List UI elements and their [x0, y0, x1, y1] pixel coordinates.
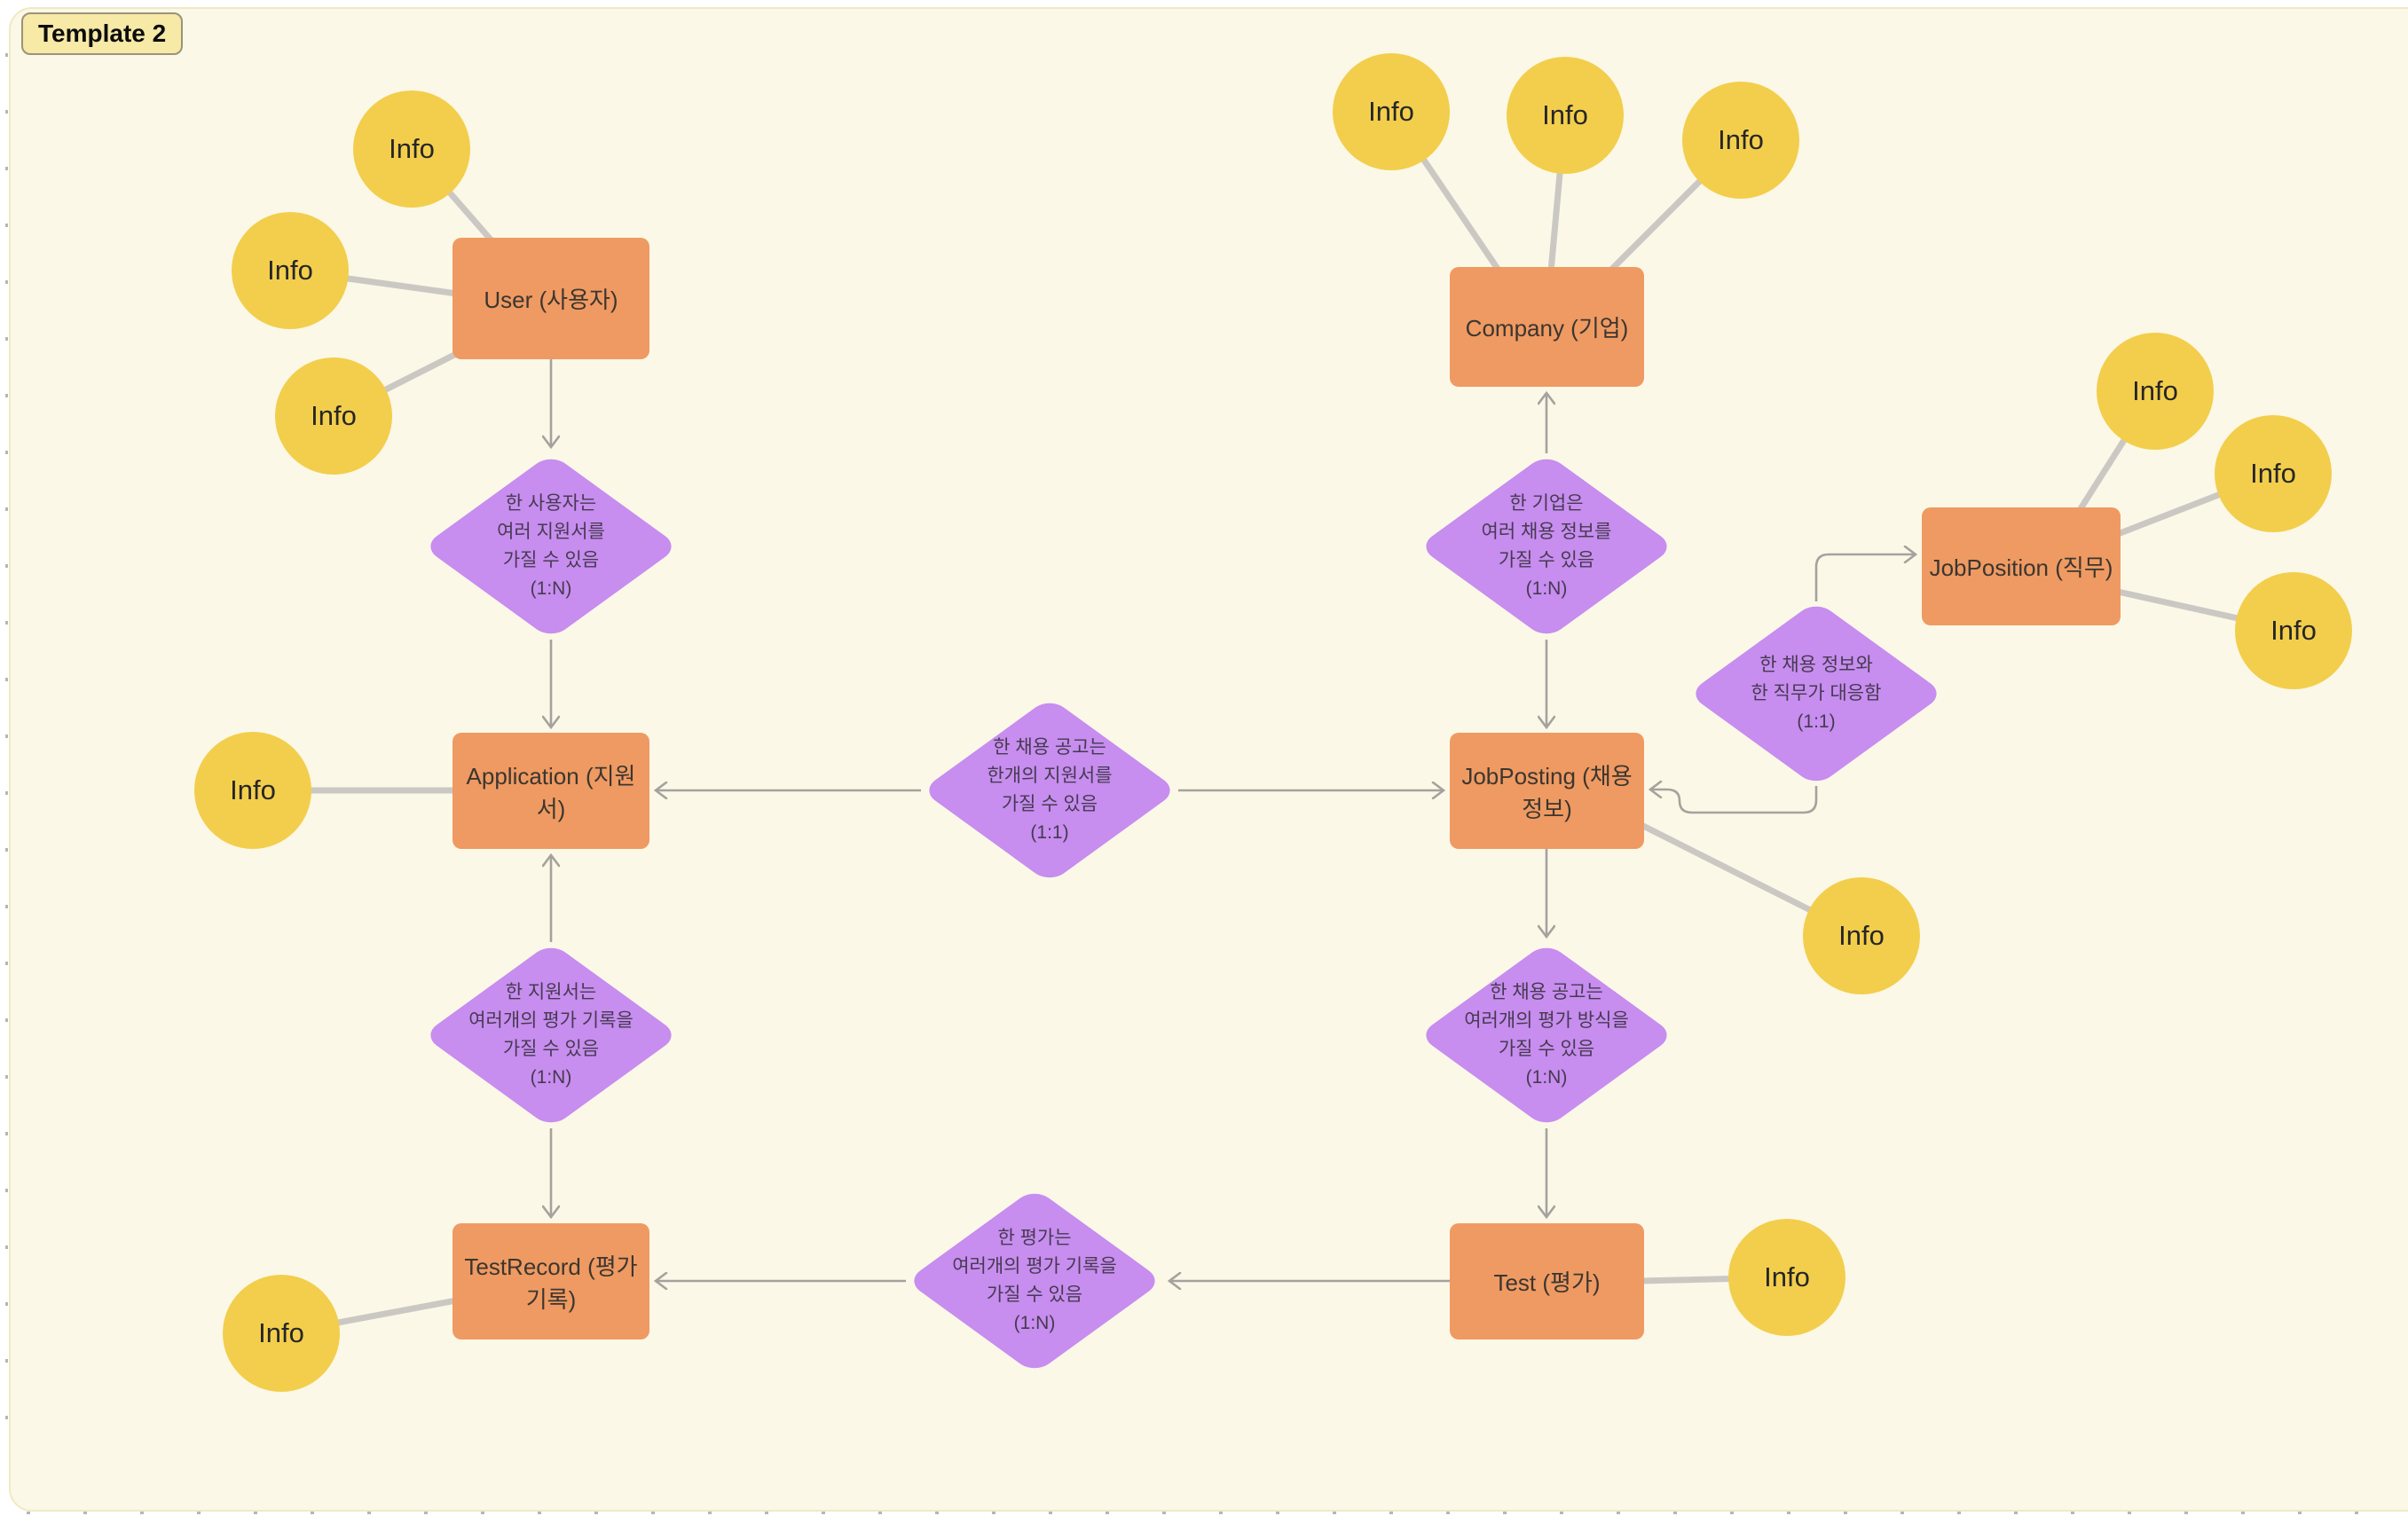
entity-user-label: User (사용자): [484, 287, 618, 313]
template-frame-badge[interactable]: Template 2: [21, 12, 184, 55]
relationship-test-testrecords[interactable]: 한 평가는 여러개의 평가 기록을 가질 수 있음 (1:N): [906, 1187, 1163, 1375]
entity-user[interactable]: User (사용자): [452, 238, 649, 359]
attribute-info-jobposting[interactable]: Info: [1803, 877, 1920, 994]
attribute-info-company-3[interactable]: Info: [1682, 82, 1799, 199]
relationship-label: 한 사용자는 여러 지원서를 가질 수 있음 (1:N): [497, 493, 605, 599]
relationship-jobposting-application[interactable]: 한 채용 공고는 한개의 지원서를 가질 수 있음 (1:1): [921, 696, 1178, 884]
attribute-label: Info: [389, 133, 435, 164]
attribute-label: Info: [2270, 615, 2317, 646]
entity-jobposition-label: JobPosition (직무): [1929, 554, 2113, 581]
relationship-label: 한 기업은 여러 채용 정보를 가질 수 있음 (1:N): [1481, 493, 1612, 599]
entity-testrecord[interactable]: TestRecord (평가 기록): [452, 1223, 649, 1339]
attribute-label: Info: [1838, 920, 1885, 951]
attribute-info-user-2[interactable]: Info: [232, 212, 349, 329]
entity-jobposting-label: JobPosting (채용 정보): [1461, 762, 1633, 822]
relationship-company-jobpostings[interactable]: 한 기업은 여러 채용 정보를 가질 수 있음 (1:N): [1418, 452, 1675, 640]
relationship-label: 한 채용 공고는 한개의 지원서를 가질 수 있음 (1:1): [987, 737, 1113, 843]
attribute-info-company-1[interactable]: Info: [1333, 53, 1450, 170]
entity-application[interactable]: Application (지원서): [452, 733, 649, 849]
canvas-edge-ticks-bottom: [27, 1512, 2387, 1514]
attribute-info-jobposition-1[interactable]: Info: [2097, 333, 2214, 450]
entity-company-label: Company (기업): [1465, 315, 1629, 342]
attribute-label: Info: [230, 774, 276, 805]
relationship-label: 한 채용 정보와 한 직무가 대응함 (1:1): [1751, 655, 1882, 732]
relationship-label: 한 지원서는 여러개의 평가 기록을 가질 수 있음 (1:N): [468, 982, 633, 1088]
attribute-label: Info: [2132, 375, 2178, 406]
entity-testrecord-label: TestRecord (평가 기록): [464, 1253, 638, 1313]
attribute-label: Info: [1718, 124, 1764, 155]
diagram-canvas: [9, 7, 2408, 1512]
relationship-user-applications[interactable]: 한 사용자는 여러 지원서를 가질 수 있음 (1:N): [422, 452, 680, 640]
attribute-info-application[interactable]: Info: [194, 732, 311, 849]
attribute-info-testrecord[interactable]: Info: [223, 1275, 340, 1392]
entity-test-label: Test (평가): [1493, 1269, 1601, 1296]
attribute-info-jobposition-3[interactable]: Info: [2235, 572, 2352, 689]
attribute-info-user-3[interactable]: Info: [275, 357, 392, 475]
attribute-label: Info: [1764, 1261, 1810, 1292]
attribute-label: Info: [1542, 99, 1588, 130]
relationship-jobposting-jobposition[interactable]: 한 채용 정보와 한 직무가 대응함 (1:1): [1688, 600, 1945, 788]
relationship-application-testrecords[interactable]: 한 지원서는 여러개의 평가 기록을 가질 수 있음 (1:N): [422, 941, 680, 1129]
entity-jobposition[interactable]: JobPosition (직무): [1922, 507, 2121, 625]
entity-test[interactable]: Test (평가): [1450, 1223, 1644, 1339]
relationship-jobposting-tests[interactable]: 한 채용 공고는 여러개의 평가 방식을 가질 수 있음 (1:N): [1418, 941, 1675, 1129]
relationship-label: 한 평가는 여러개의 평가 기록을 가질 수 있음 (1:N): [952, 1228, 1117, 1333]
entity-jobposting[interactable]: JobPosting (채용 정보): [1450, 733, 1644, 849]
attribute-label: Info: [2250, 458, 2296, 489]
attribute-label: Info: [258, 1317, 304, 1348]
attribute-info-company-2[interactable]: Info: [1507, 57, 1624, 174]
attribute-label: Info: [311, 400, 357, 431]
entity-application-label: Application (지원서): [466, 762, 636, 822]
entity-company[interactable]: Company (기업): [1450, 267, 1644, 387]
attribute-info-jobposition-2[interactable]: Info: [2215, 415, 2332, 532]
canvas-edge-ticks-left: [5, 53, 8, 1464]
relationship-label: 한 채용 공고는 여러개의 평가 방식을 가질 수 있음 (1:N): [1464, 982, 1629, 1088]
attribute-info-test[interactable]: Info: [1728, 1219, 1845, 1336]
attribute-label: Info: [267, 255, 313, 286]
arrow-rel-to-jobposition-left[interactable]: [1814, 554, 1915, 601]
attribute-label: Info: [1368, 96, 1414, 127]
arrow-rel-to-jobposting-right[interactable]: [1651, 786, 1818, 814]
attribute-info-user-1[interactable]: Info: [353, 90, 470, 208]
